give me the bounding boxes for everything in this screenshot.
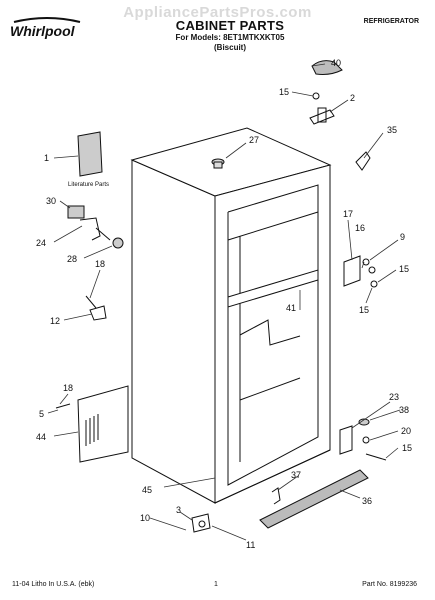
top-hinge-part	[309, 107, 335, 125]
print-info: 11-04 Litho In U.S.A. (ebk)	[12, 581, 95, 588]
callout-36: 36	[362, 496, 372, 506]
bracket-12-part	[89, 305, 107, 321]
callout-12: 12	[50, 316, 60, 326]
grommet-part	[112, 237, 124, 249]
callout-1: 1	[44, 153, 49, 163]
callout-15-low: 15	[359, 305, 369, 315]
callout-3: 3	[176, 505, 181, 515]
screw-part	[312, 92, 320, 100]
callout-15-mid: 15	[399, 264, 409, 274]
svg-text:Whirlpool: Whirlpool	[10, 23, 76, 39]
callout-15-top: 15	[279, 87, 289, 97]
bottom-hinge-part	[339, 425, 387, 461]
callout-17: 17	[343, 209, 353, 219]
whirlpool-logo: Whirlpool	[10, 17, 81, 39]
cabinet-shell	[130, 127, 332, 504]
callout-23: 23	[389, 392, 399, 402]
callout-11: 11	[246, 540, 255, 550]
callout-9: 9	[400, 232, 405, 242]
page-title: CABINET PARTS	[175, 18, 285, 33]
grille-part	[77, 385, 129, 463]
roller-part	[191, 513, 211, 533]
callout-40: 40	[331, 58, 341, 68]
washer-part	[358, 418, 370, 426]
leveler-part	[67, 205, 85, 219]
callout-20: 20	[401, 426, 411, 436]
page-number: 1	[214, 581, 218, 588]
callout-15-bottom: 15	[402, 443, 412, 453]
hinge-cover-part	[311, 60, 343, 75]
literature-booklet	[77, 131, 103, 177]
callout-44: 44	[36, 432, 46, 442]
callout-24: 24	[36, 238, 46, 248]
callout-2: 2	[350, 93, 355, 103]
part-number: Part No. 8199236	[362, 581, 417, 588]
model-line: For Models: 8ET1MTKXKT05	[175, 33, 285, 42]
callout-41: 41	[286, 303, 296, 313]
callout-18-lower: 18	[63, 383, 73, 393]
bracket-part	[355, 151, 371, 171]
callout-45: 45	[142, 485, 152, 495]
center-hinge-part	[343, 255, 378, 288]
literature-parts-label: Literature Parts	[68, 182, 109, 188]
toe-grille-part	[259, 469, 369, 529]
callout-18-upper: 18	[95, 259, 105, 269]
callout-35: 35	[387, 125, 397, 135]
callout-5: 5	[39, 409, 44, 419]
watermark: AppliancePartsPros.com	[123, 4, 312, 21]
callout-38: 38	[399, 405, 409, 415]
callout-28: 28	[67, 254, 77, 264]
callout-30: 30	[46, 196, 56, 206]
color-variant: (Biscuit)	[214, 43, 246, 52]
callout-16: 16	[355, 223, 365, 233]
model-info: For Models: 8ET1MTKXKT05 (Biscuit)	[140, 33, 320, 53]
callout-labels: 40 15 2 27 35 1 Literature Parts 30 24 2…	[36, 58, 412, 550]
callout-27: 27	[249, 135, 259, 145]
callout-37: 37	[291, 470, 301, 480]
clip-part	[271, 487, 281, 505]
appliance-category: REFRIGERATOR	[363, 18, 419, 25]
callout-10: 10	[140, 513, 150, 523]
